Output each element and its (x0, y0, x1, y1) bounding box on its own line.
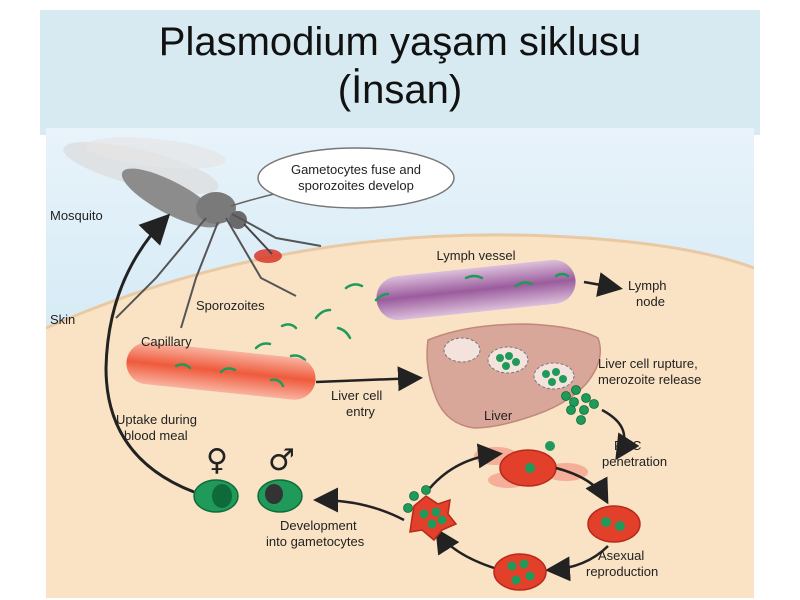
ruptured-rbc (409, 495, 458, 542)
label-liver-cell-entry-1: Liver cell (331, 388, 382, 403)
male-gametocyte (257, 479, 303, 513)
title-line-2: (İnsan) (337, 68, 463, 112)
rbc-schizont (493, 553, 547, 591)
arrow-uptake-to-mosquito (104, 213, 195, 494)
arrow-into-gametocytes (313, 487, 405, 522)
merozoites (561, 385, 599, 425)
label-lymph-node-2: node (636, 294, 665, 309)
male-symbol: ♂ (268, 443, 295, 478)
thought-bubble (257, 147, 455, 209)
title-band (40, 10, 760, 135)
rbc-trophozoite (587, 505, 641, 543)
label-skin: Skin (50, 312, 75, 327)
label-lymph-vessel: Lymph vessel (437, 248, 516, 263)
label-sporozoites: Sporozoites (196, 298, 265, 313)
released-merozoites (403, 485, 431, 513)
label-lymph-node-1: Lymph (628, 278, 667, 293)
label-liver: Liver (484, 408, 513, 423)
lymph-vessel (376, 259, 576, 321)
arrow-cycle-right (555, 466, 609, 505)
label-mosquito: Mosquito (50, 208, 103, 223)
arrow-cycle-top (429, 443, 503, 489)
lifecycle-diagram: Gametocytes fuse and sporozoites develop… (46, 128, 754, 598)
title-line-1: Plasmodium yaşam siklusu (158, 20, 642, 64)
arrow-to-lymph-node (583, 272, 623, 297)
label-capillary: Capillary (141, 334, 192, 349)
slide-title: Plasmodium yaşam siklusu (İnsan) (40, 18, 760, 114)
label-asexual-2: reproduction (586, 564, 658, 579)
sporozoites-in-capillary (174, 363, 285, 388)
label-rbc-1: RBC (614, 438, 641, 453)
label-uptake-1: Uptake during (116, 412, 197, 427)
label-development-2: into gametocytes (266, 534, 365, 549)
female-symbol: ♀ (206, 443, 228, 478)
skin-surface-line (46, 233, 754, 330)
female-gametocyte (193, 479, 239, 513)
label-liver-rupture-2: merozoite release (598, 372, 701, 387)
label-rbc-2: penetration (602, 454, 667, 469)
arrow-cycle-left (435, 527, 495, 570)
bite-site (254, 249, 282, 263)
label-asexual-1: Asexual (598, 548, 644, 563)
infected-liver-cells (443, 337, 575, 390)
arrow-liver-cell-entry (315, 366, 423, 392)
arrow-cycle-bottom (545, 545, 609, 582)
label-liver-cell-entry-2: entry (346, 404, 375, 419)
arrow-to-rbc (601, 408, 640, 461)
label-development-1: Development (280, 518, 357, 533)
mosquito-illustration (63, 137, 322, 329)
label-uptake-2: blood meal (124, 428, 188, 443)
label-gametocytes-fuse-1: Gametocytes fuse and (291, 162, 421, 177)
sporozoites (254, 272, 570, 362)
label-gametocytes-fuse-2: sporozoites develop (298, 178, 414, 193)
label-liver-rupture-1: Liver cell rupture, (598, 356, 698, 371)
